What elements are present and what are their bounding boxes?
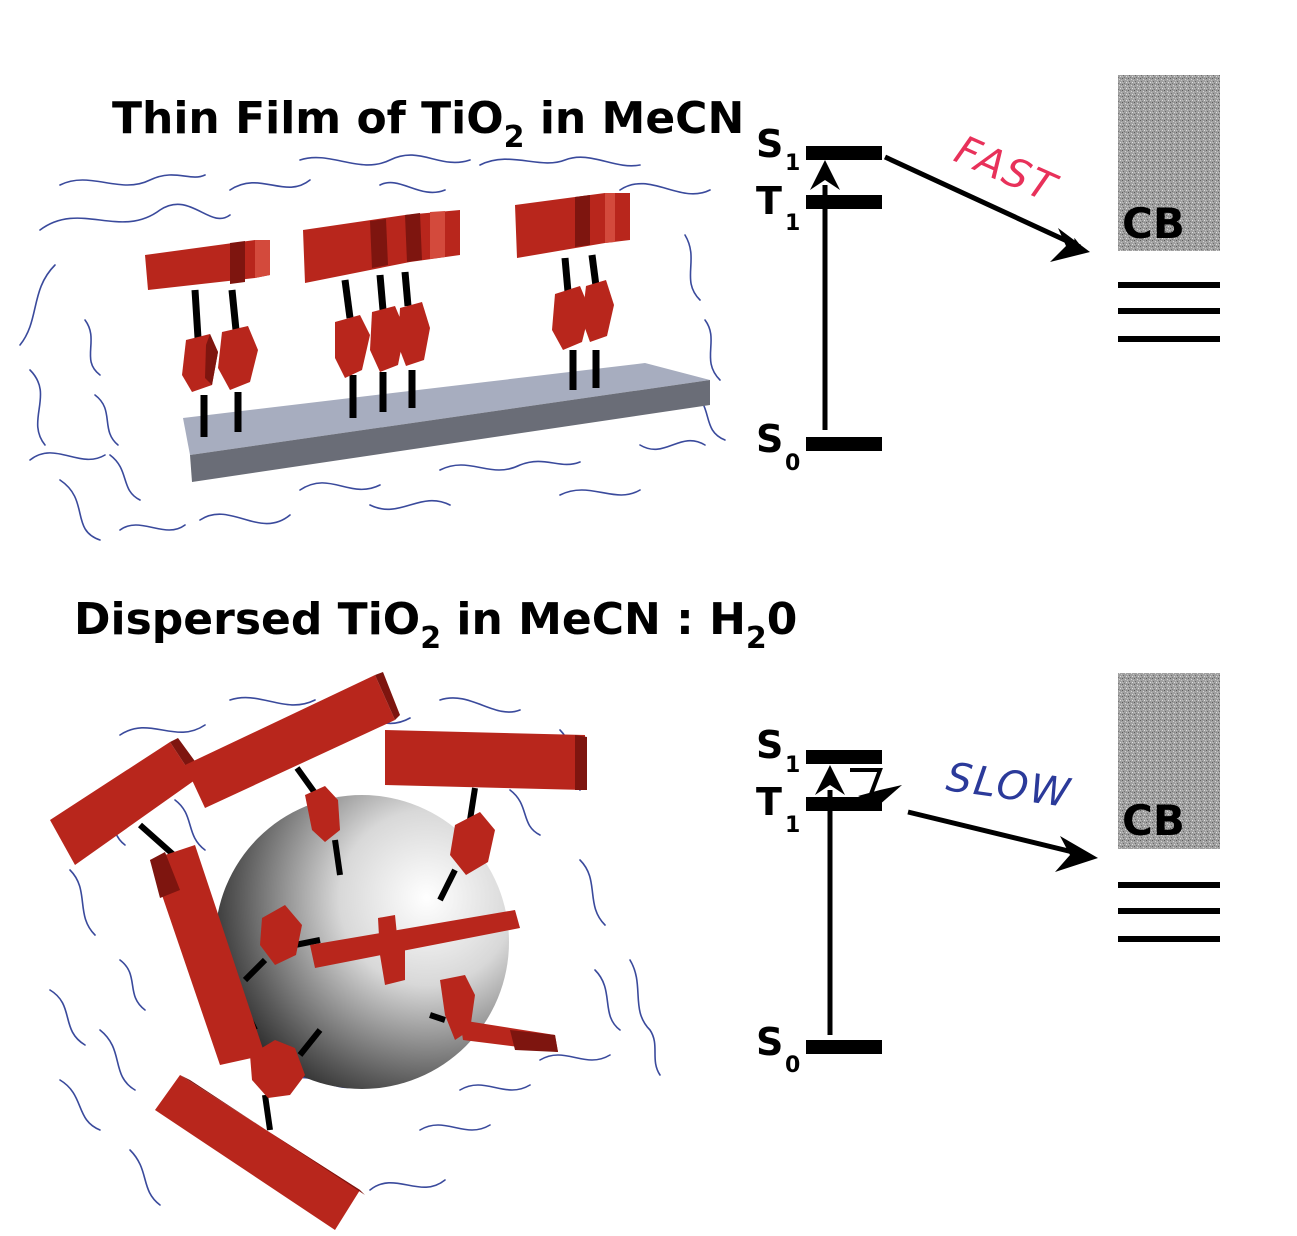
rate-label-slow: SLOW [944, 754, 1075, 817]
label-s1-sub-top: 1 [785, 151, 800, 176]
level-s0-bottom [806, 1040, 882, 1054]
dye-molecules-bottom [50, 672, 587, 1230]
bottom-title: Dispersed TiO2 in MeCN : H20 [74, 594, 797, 656]
isc-arrow-bottom [850, 768, 883, 803]
anchor-groups-top [182, 280, 614, 392]
trap-state-1-top [1118, 282, 1220, 288]
conduction-band-bottom [1118, 673, 1220, 849]
label-t1-sub-top: 1 [785, 211, 800, 236]
trap-state-2-bottom [1118, 908, 1220, 914]
cb-label-bottom: CB [1122, 796, 1185, 845]
top-panel: Thin Film of TiO2 in MeCN [19, 75, 1220, 541]
trap-state-3-top [1118, 336, 1220, 342]
level-t1-bottom [806, 797, 882, 811]
level-t1-top [806, 195, 882, 209]
label-t1-sub-bottom: 1 [785, 813, 800, 838]
trap-state-2-top [1118, 308, 1220, 314]
tio2-thin-film [183, 363, 710, 482]
label-s0-sub-top: 0 [785, 451, 800, 476]
level-s1-top [806, 146, 882, 160]
label-s0-bottom: S [756, 1020, 783, 1064]
label-s1-bottom: S [756, 723, 783, 767]
energy-diagram-top: S 1 T 1 S 0 FAST CB [756, 75, 1220, 476]
injection-arrow-fast [883, 154, 1083, 250]
energy-diagram-bottom: S 1 T 1 S 0 SLOW CB [756, 673, 1220, 1078]
bottom-panel: Dispersed TiO2 in MeCN : H20 [49, 594, 1220, 1230]
conduction-band-top [1118, 75, 1220, 251]
dye-molecules-top [145, 193, 630, 290]
label-s1-top: S [756, 122, 783, 166]
anchor-linkers-bottom [138, 766, 478, 1131]
level-s0-top [806, 437, 882, 451]
injection-arrow-slow [907, 809, 1086, 858]
rate-label-fast: FAST [948, 127, 1065, 213]
anchor-linkers-top [191, 254, 600, 437]
solvent-molecules [19, 154, 726, 541]
label-s0-top: S [756, 417, 783, 461]
trap-state-3-bottom [1118, 936, 1220, 942]
label-s1-sub-bottom: 1 [785, 753, 800, 778]
label-t1-top: T [756, 179, 782, 223]
top-title: Thin Film of TiO2 in MeCN [112, 93, 744, 155]
cb-label-top: CB [1122, 199, 1185, 248]
level-s1-bottom [806, 750, 882, 764]
label-t1-bottom: T [756, 780, 782, 824]
label-s0-sub-bottom: 0 [785, 1053, 800, 1078]
trap-state-1-bottom [1118, 882, 1220, 888]
